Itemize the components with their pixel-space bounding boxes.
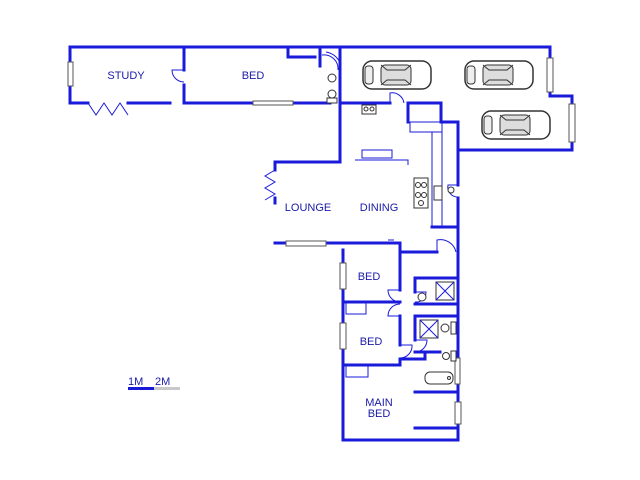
shower-icon bbox=[419, 319, 439, 339]
room-label-main-bed: MAIN bbox=[365, 397, 393, 409]
room-label-lounge: LOUNGE bbox=[285, 202, 331, 214]
window bbox=[285, 240, 327, 247]
door-swings bbox=[171, 69, 459, 359]
shower-icon bbox=[435, 281, 455, 301]
room-label-bed: BED bbox=[360, 336, 383, 348]
door-swing-icon bbox=[389, 92, 405, 104]
door-swing-icon bbox=[171, 69, 185, 83]
scale-bar: 1M 2M bbox=[128, 376, 180, 390]
window bbox=[546, 57, 554, 93]
door-swing-icon bbox=[399, 344, 413, 359]
stove-icon bbox=[413, 177, 429, 209]
fridge-icon bbox=[433, 185, 455, 201]
folding-door-icon bbox=[264, 169, 276, 201]
car-icon bbox=[481, 110, 551, 140]
door-swing-icon bbox=[436, 239, 457, 253]
scale-label-1m: 1M bbox=[128, 376, 143, 388]
door-swing-icon bbox=[387, 289, 401, 303]
spiral-stair-icon bbox=[321, 51, 342, 104]
room-labels: STUDY BED LOUNGE DINING BED BED MAIN BED bbox=[107, 70, 398, 420]
window bbox=[454, 357, 461, 385]
folding-doors bbox=[87, 102, 276, 201]
car-icon bbox=[362, 60, 432, 90]
bathtub-icon bbox=[424, 371, 454, 385]
room-label-bed: BED bbox=[242, 70, 265, 82]
room-label-study: STUDY bbox=[107, 70, 145, 82]
room-label-dining: DINING bbox=[360, 202, 399, 214]
door-swing-icon bbox=[414, 339, 428, 353]
window bbox=[252, 100, 294, 106]
window bbox=[568, 103, 576, 143]
folding-door-icon bbox=[87, 102, 129, 116]
window bbox=[454, 401, 462, 425]
sink-icon bbox=[361, 104, 377, 115]
toilet-icon bbox=[417, 292, 457, 362]
room-label-main-bed: BED bbox=[368, 408, 391, 420]
windows bbox=[67, 57, 576, 425]
window bbox=[67, 61, 74, 87]
door-swing-icon bbox=[387, 303, 401, 317]
scale-label-2m: 2M bbox=[155, 376, 170, 388]
car-icon bbox=[464, 60, 534, 90]
counters bbox=[345, 121, 443, 378]
room-label-bed: BED bbox=[358, 271, 381, 283]
window bbox=[339, 262, 347, 290]
window bbox=[339, 322, 347, 350]
